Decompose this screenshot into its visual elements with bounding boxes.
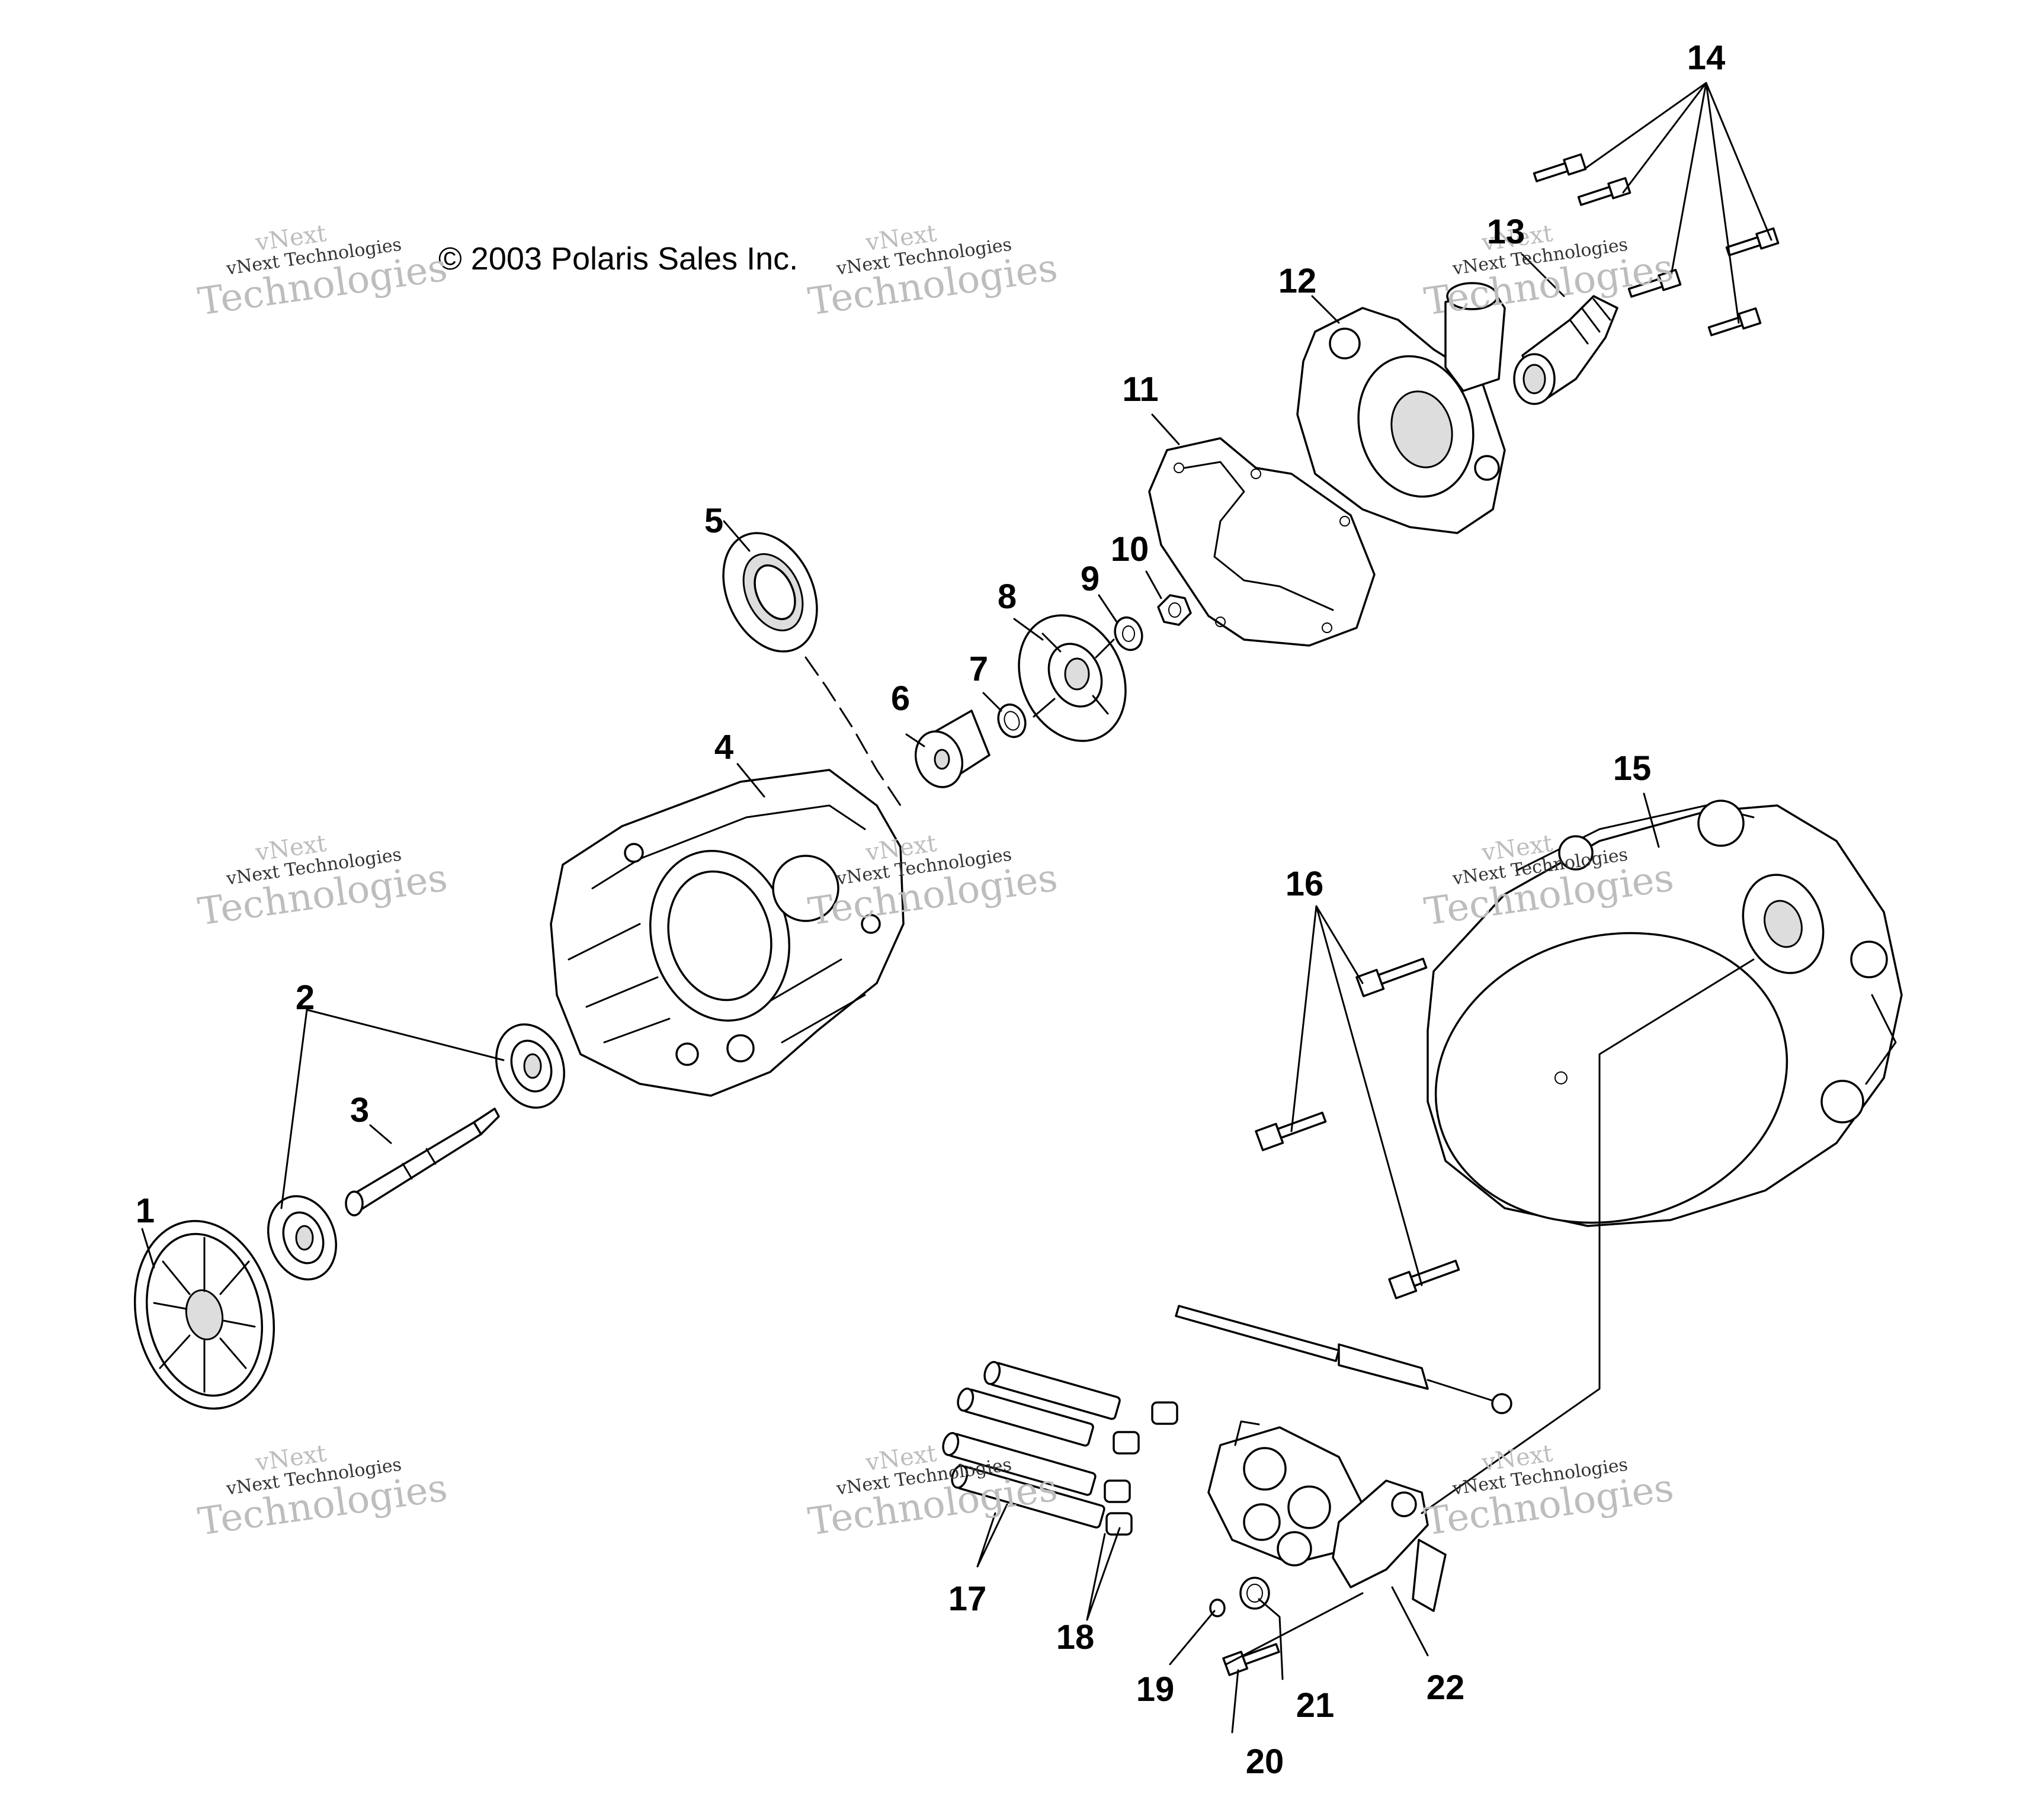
bearing-lower [267, 1195, 337, 1280]
drive-gear [133, 1219, 275, 1410]
callout-5: 5 [704, 502, 724, 540]
elbow-fitting [1513, 295, 1618, 405]
callout-4: 4 [714, 728, 734, 766]
bearing-upper [495, 1023, 565, 1109]
control-cable [1175, 1305, 1512, 1414]
cover-bolts-16 [1255, 958, 1460, 1299]
washer-7 [997, 703, 1027, 739]
callout-22: 22 [1426, 1668, 1465, 1707]
pump-seal [722, 532, 818, 653]
callout-18: 18 [1056, 1618, 1095, 1657]
callout-2: 2 [295, 978, 315, 1017]
callout-11: 11 [1122, 370, 1159, 409]
nut [1157, 594, 1192, 626]
callout-15: 15 [1613, 749, 1652, 788]
pump-shaft [345, 1108, 500, 1216]
hose-clamps [1104, 1401, 1178, 1536]
callout-12: 12 [1278, 262, 1317, 300]
copyright-notice: © 2003 Polaris Sales Inc. [438, 241, 799, 277]
callout-3: 3 [350, 1091, 370, 1129]
crankcase-cover [1427, 800, 1903, 1227]
callout-9: 9 [1080, 560, 1100, 598]
pump-cover [1296, 282, 1506, 534]
callout-13: 13 [1486, 213, 1525, 251]
callout-19: 19 [1136, 1670, 1175, 1709]
impeller [1018, 614, 1127, 742]
callout-17: 17 [948, 1580, 987, 1618]
callout-10: 10 [1110, 530, 1149, 569]
leader-lines [141, 82, 1772, 1734]
gasket [1148, 437, 1376, 647]
washer-9 [1114, 616, 1143, 651]
oil-pump [1207, 1420, 1364, 1567]
pump-bolt-20 [1222, 1643, 1280, 1676]
spacer [914, 710, 991, 788]
callout-7: 7 [969, 650, 989, 688]
callout-20: 20 [1245, 1742, 1284, 1781]
cover-bolts [1533, 153, 1780, 336]
callout-16: 16 [1285, 865, 1324, 903]
pump-housing [550, 769, 905, 1097]
callout-1: 1 [135, 1192, 155, 1230]
pump-lever [1332, 1479, 1447, 1612]
callout-14: 14 [1687, 38, 1726, 77]
callout-21: 21 [1296, 1686, 1335, 1725]
callout-6: 6 [890, 679, 911, 718]
oil-hoses [942, 1360, 1121, 1529]
callout-8: 8 [997, 577, 1017, 616]
